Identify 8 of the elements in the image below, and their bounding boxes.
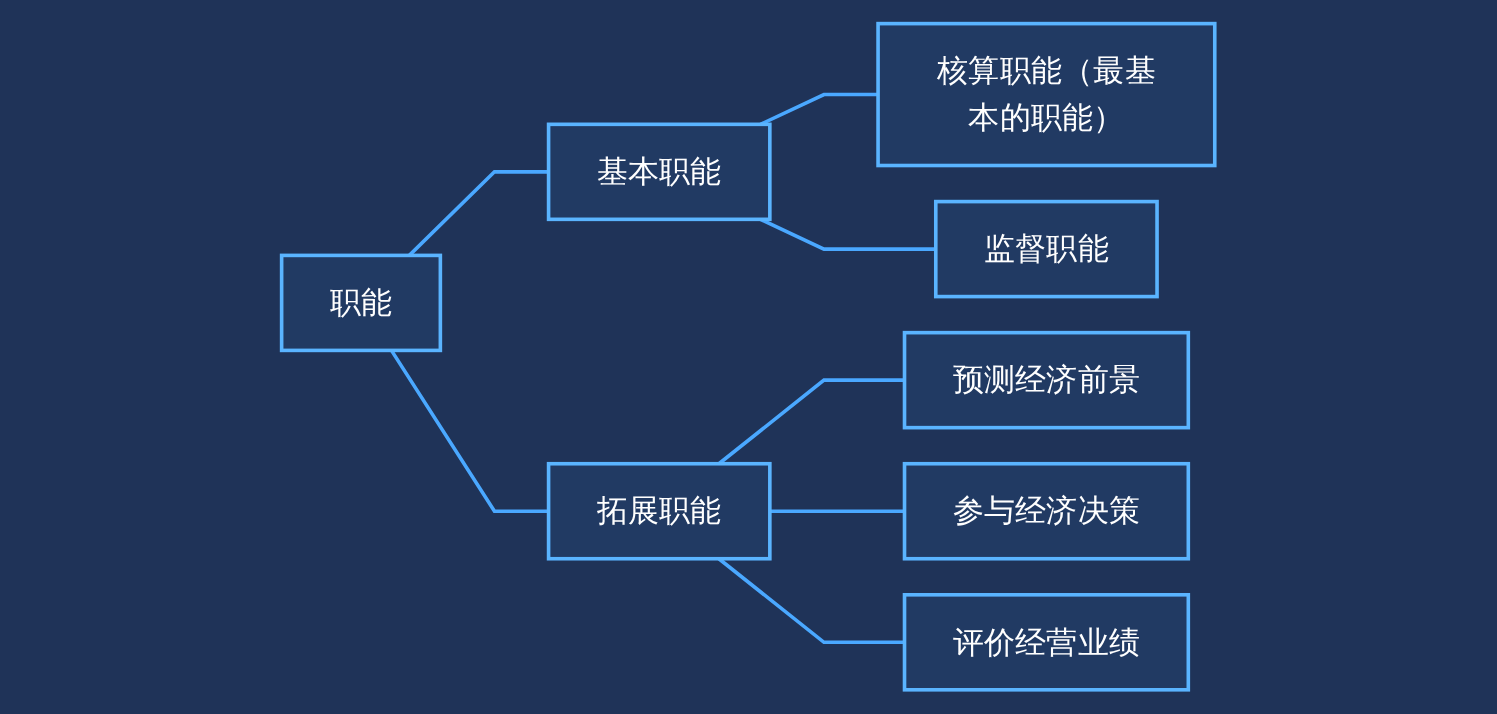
node-box: 基本职能 (547, 122, 772, 222)
node-box: 预测经济前景 (903, 331, 1191, 430)
node-box: 核算职能（最基本的职能） (876, 22, 1217, 168)
node-box: 监督职能 (934, 200, 1160, 299)
node-box: 职能 (280, 253, 443, 353)
node-box: 评价经营业绩 (903, 593, 1191, 692)
node-box: 拓展职能 (547, 462, 772, 561)
node-box: 参与经济决策 (903, 462, 1191, 561)
